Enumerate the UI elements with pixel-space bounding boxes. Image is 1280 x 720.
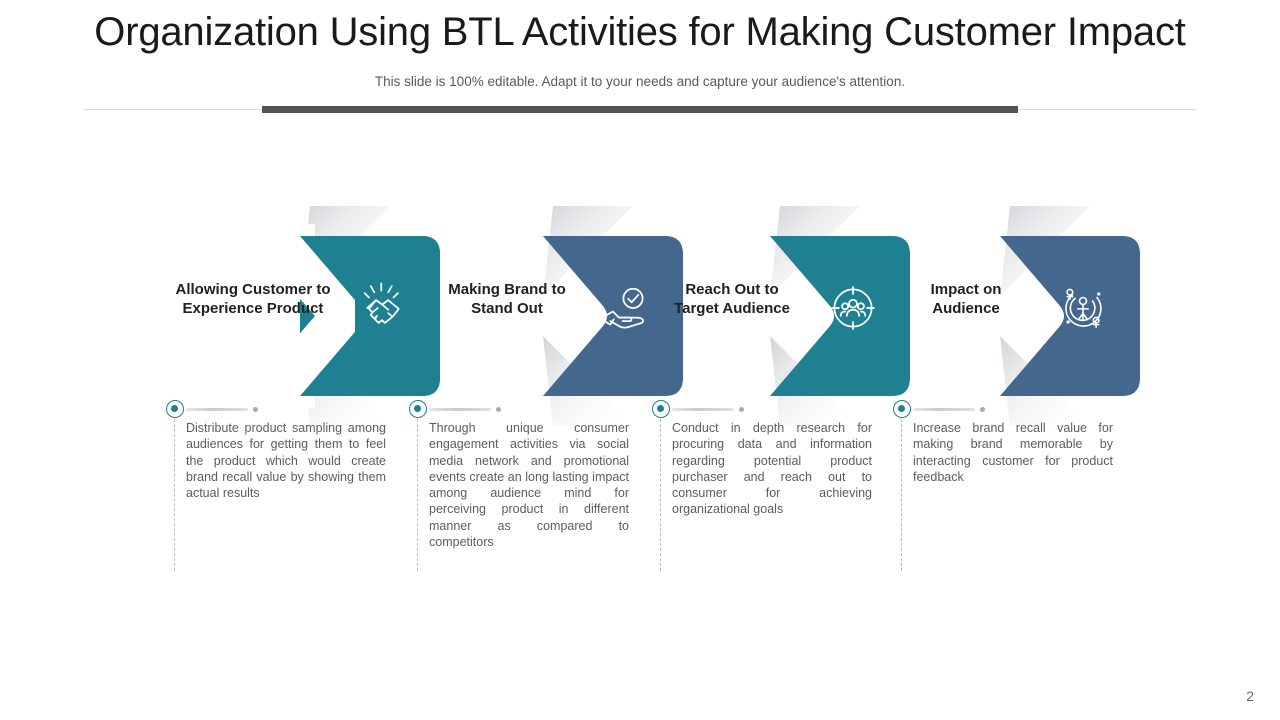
- stage-3-heading: Reach Out to Target Audience: [674, 281, 790, 318]
- handshake-icon: [355, 280, 411, 336]
- note-connector-line-1: [186, 407, 258, 412]
- note-marker-icon-4: [893, 400, 911, 418]
- note-connector-line-2: [429, 407, 501, 412]
- note-vertical-dash-4: [901, 419, 902, 571]
- note-marker-icon-1: [166, 400, 184, 418]
- stage-4-heading: Impact on Audience: [930, 281, 1002, 318]
- chevron-shape-4: [1000, 206, 1140, 426]
- note-vertical-dash-1: [174, 419, 175, 571]
- stage-1-note-text: Distribute product sampling among audien…: [186, 421, 386, 500]
- note-vertical-dash-2: [417, 419, 418, 571]
- chevron-shape-2: [543, 206, 683, 426]
- flow-stage-1[interactable]: Allowing Customer to Experience Product: [140, 196, 440, 426]
- stage-4-note-text: Increase brand recall value for making b…: [913, 421, 1113, 484]
- stage-3-note-text: Conduct in depth research for procuring …: [672, 421, 872, 517]
- stage-1-heading: Allowing Customer to Experience Product: [175, 281, 331, 318]
- note-connector-line-3: [672, 407, 744, 412]
- person-impact-radar-icon: [1055, 280, 1111, 336]
- stage-2-heading: Making Brand to Stand Out: [448, 281, 566, 318]
- flow-stage-3[interactable]: Reach Out to Target Audience: [610, 196, 910, 426]
- note-marker-icon-3: [652, 400, 670, 418]
- note-vertical-dash-3: [660, 419, 661, 571]
- target-audience-group-icon: [825, 280, 881, 336]
- hand-holding-check-badge-icon: [598, 280, 654, 336]
- note-marker-icon-2: [409, 400, 427, 418]
- chevron-shape-1: [235, 206, 440, 426]
- stage-2-note-text: Through unique consumer engagement activ…: [429, 421, 629, 549]
- page-subtitle: This slide is 100% editable. Adapt it to…: [374, 74, 906, 89]
- page-title: Organization Using BTL Activities for Ma…: [94, 10, 1186, 54]
- divider-thick-bar: [262, 106, 1018, 113]
- page-number: 2: [1246, 688, 1254, 704]
- flow-stage-2[interactable]: Making Brand to Stand Out: [383, 196, 683, 426]
- flow-stage-4[interactable]: Impact on Audience: [840, 196, 1140, 426]
- header-divider: [84, 106, 1196, 114]
- note-connector-line-4: [913, 407, 985, 412]
